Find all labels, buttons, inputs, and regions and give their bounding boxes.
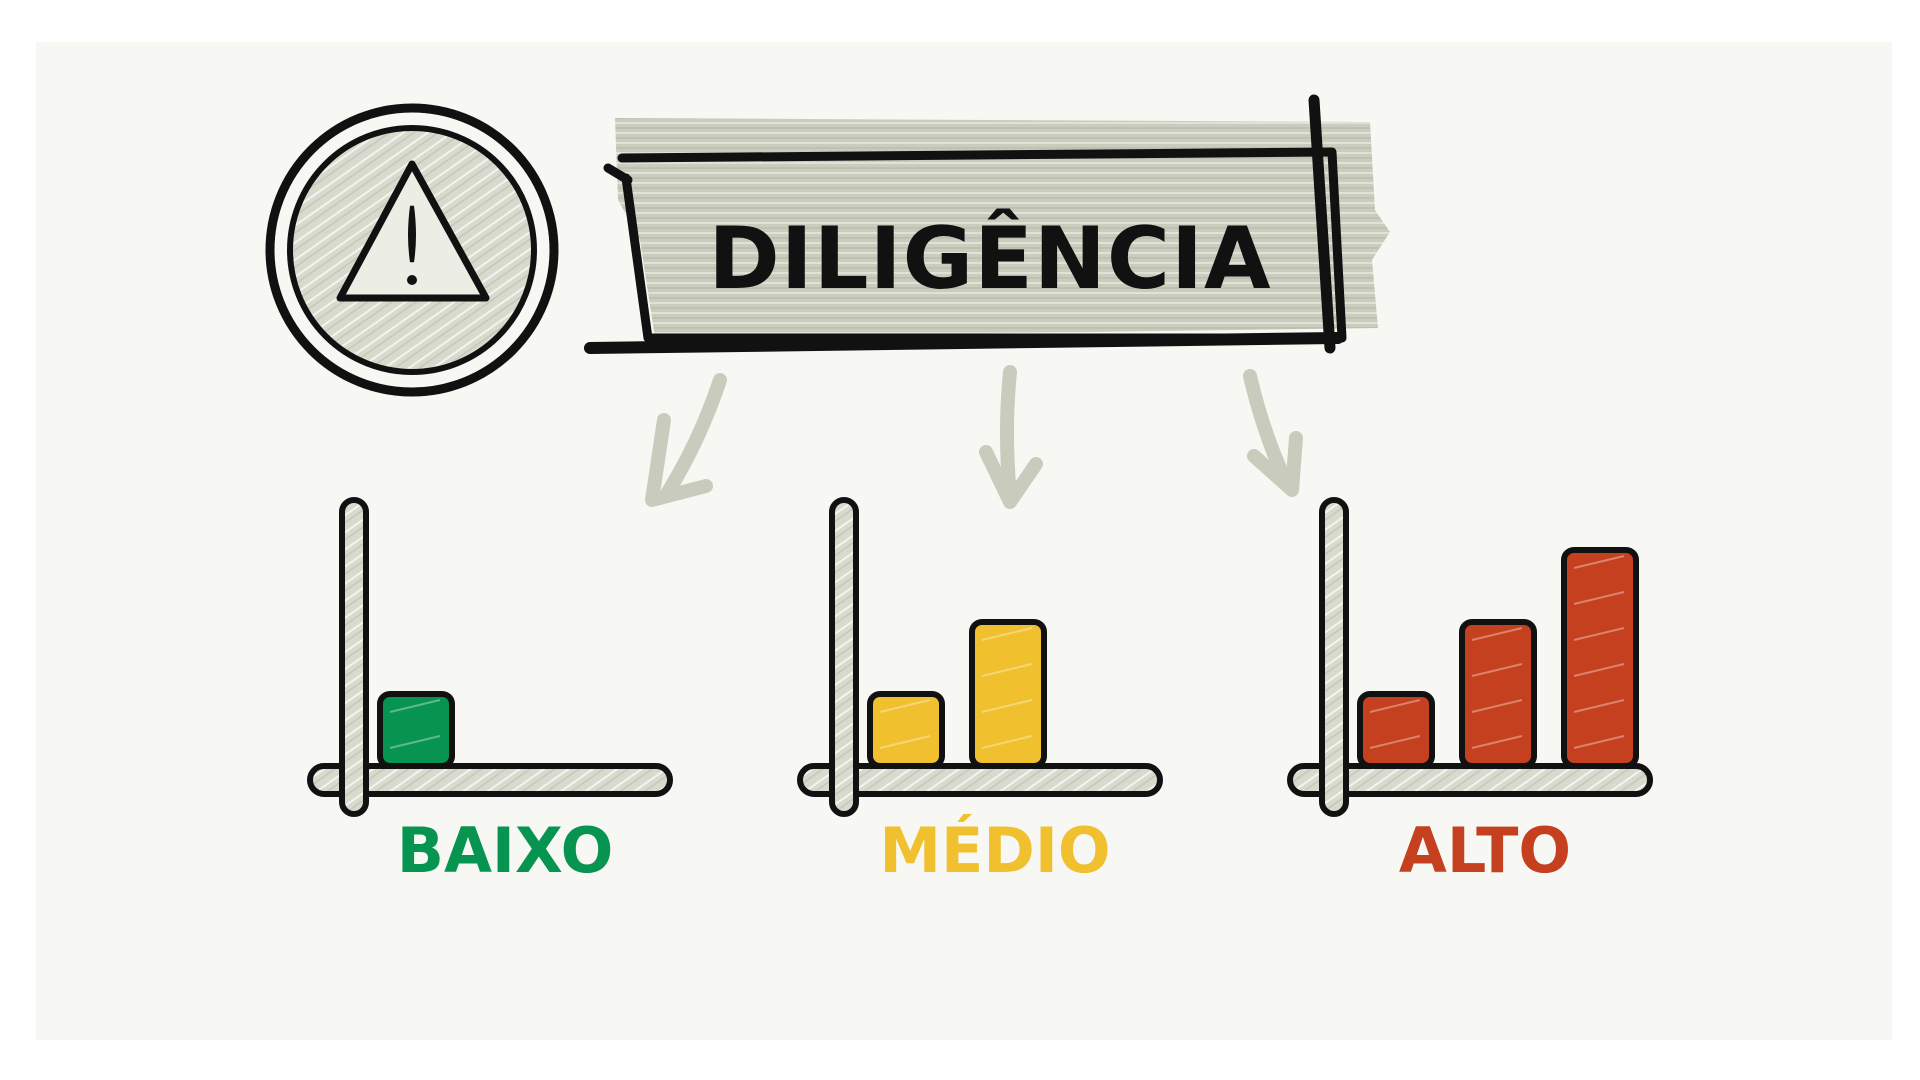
level-label-baixo: BAIXO [397, 814, 614, 887]
chart-medio: MÉDIO [797, 497, 1163, 887]
title-banner: DILIGÊNCIA [584, 94, 1390, 354]
arrow-to-baixo-head [645, 413, 713, 507]
arrow-to-medio-head [979, 445, 1043, 509]
chart-alto: ALTO [1287, 497, 1653, 887]
chart-alto-bar-3-hatch [1573, 627, 1625, 641]
chart-alto-bar-3-hatch [1573, 663, 1625, 677]
chart-alto-bar-1 [1357, 691, 1435, 769]
arrow-to-medio [1000, 365, 1017, 503]
chart-medio-y-axis [829, 497, 859, 817]
chart-baixo-bar-1-hatch [389, 699, 441, 713]
chart-baixo-x-axis [307, 763, 673, 797]
chart-medio-bar-1 [867, 691, 945, 769]
chart-medio-bar-1-hatch [879, 735, 931, 749]
title-text: DILIGÊNCIA [708, 208, 1271, 309]
warning-badge [265, 103, 559, 397]
chart-alto-bar-1-hatch [1369, 699, 1421, 713]
chart-baixo-bar-1 [377, 691, 455, 769]
chart-alto-bar-1-hatch [1369, 735, 1421, 749]
chart-alto-bar-2-hatch [1471, 663, 1523, 677]
arrow-to-alto-head [1247, 431, 1303, 497]
chart-baixo-y-axis [339, 497, 369, 817]
chart-baixo-bar-1-hatch [389, 735, 441, 749]
risk-level-charts: BAIXO MÉDIO ALTO [307, 497, 1653, 887]
chart-alto-bar-3 [1561, 547, 1639, 769]
chart-alto-bar-3-hatch [1573, 591, 1625, 605]
chart-alto-bar-2-hatch [1471, 699, 1523, 713]
arrow-to-baixo [661, 373, 727, 499]
warning-triangle-icon [336, 160, 490, 302]
level-label-alto: ALTO [1399, 814, 1571, 887]
chart-medio-bar-2-hatch [981, 627, 1033, 641]
chart-baixo: BAIXO [307, 497, 673, 887]
chart-alto-bar-3-hatch [1573, 699, 1625, 713]
chart-medio-bar-2-hatch [981, 699, 1033, 713]
level-label-medio: MÉDIO [879, 814, 1110, 887]
chart-alto-y-axis [1319, 497, 1349, 817]
chart-medio-bar-2-hatch [981, 735, 1033, 749]
chart-medio-bar-1-hatch [879, 699, 931, 713]
chart-medio-bar-2-hatch [981, 663, 1033, 677]
chart-medio-bar-2 [969, 619, 1047, 769]
chart-alto-bar-2 [1459, 619, 1537, 769]
chart-alto-bar-2-hatch [1471, 627, 1523, 641]
chart-alto-bar-3-hatch [1573, 555, 1625, 569]
chart-alto-bar-2-hatch [1471, 735, 1523, 749]
arrows [645, 365, 1303, 509]
chart-alto-bar-3-hatch [1573, 735, 1625, 749]
